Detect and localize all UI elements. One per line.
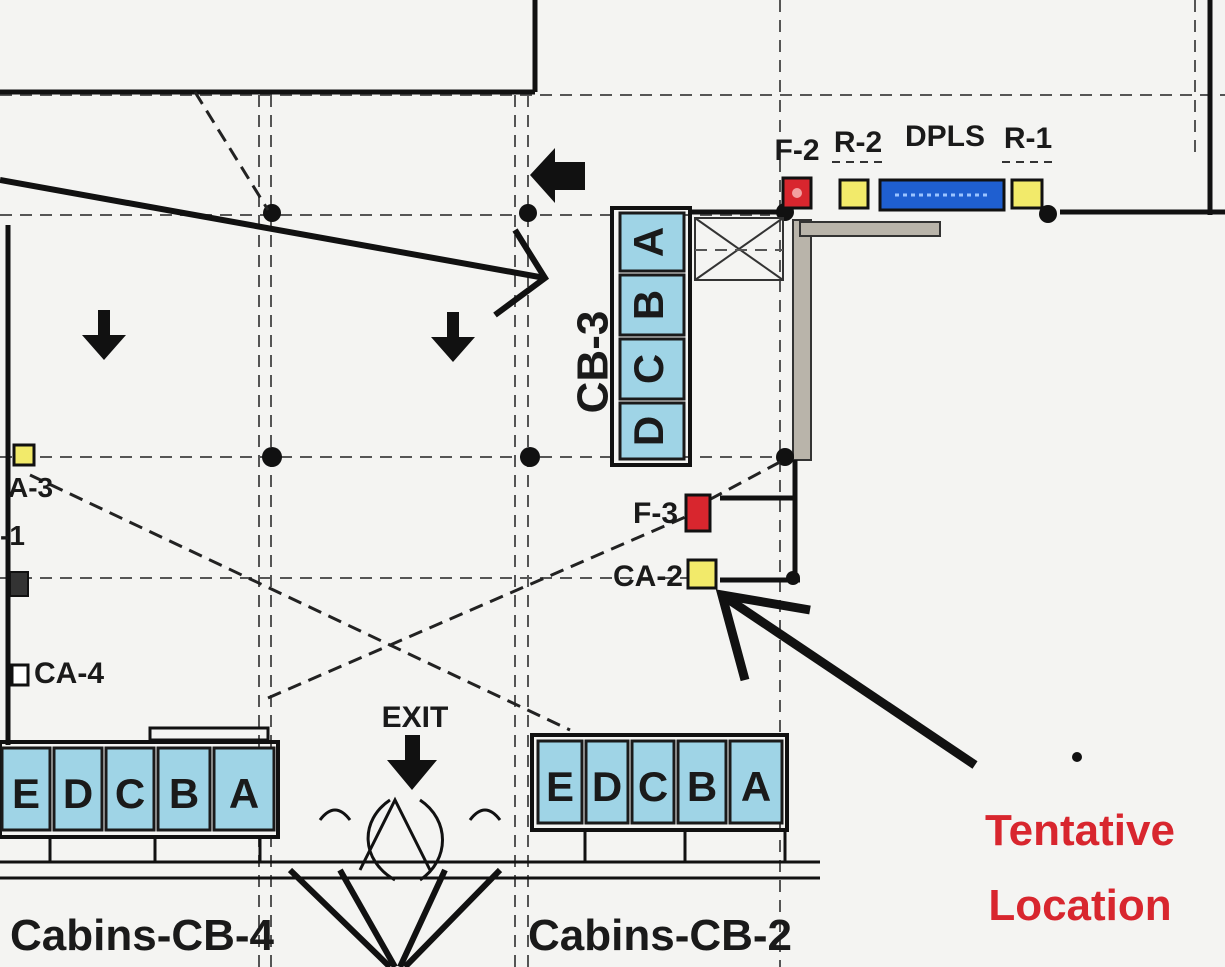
walls bbox=[0, 0, 1225, 880]
cb2-cell-label: C bbox=[638, 763, 668, 810]
fire-extinguisher-f1-icon bbox=[9, 571, 29, 597]
tentative-arrow bbox=[715, 589, 978, 769]
f3-label: F-3 bbox=[633, 497, 678, 530]
cb3-cell-label: D bbox=[625, 416, 672, 446]
equipment-row bbox=[781, 176, 1044, 212]
diagonal-arrowhead bbox=[493, 228, 550, 318]
r2-label: R-2 bbox=[834, 126, 882, 159]
f1-label: -1 bbox=[0, 520, 25, 551]
cb4-cell-label: E bbox=[12, 770, 40, 817]
exit-arrow-icon bbox=[387, 735, 437, 790]
cb2-cell-label: A bbox=[741, 763, 771, 810]
direction-arrows bbox=[82, 148, 585, 790]
sensor-r1-icon bbox=[1010, 178, 1044, 210]
diagonal-line bbox=[0, 177, 546, 281]
cabins-cb4-label: Cabins-CB-4 bbox=[10, 911, 275, 960]
cb2-cell-label: B bbox=[687, 763, 717, 810]
dpls-label: DPLS bbox=[905, 120, 985, 153]
cb4-cell-label: D bbox=[63, 770, 93, 817]
left-arrow-icon bbox=[530, 148, 585, 203]
dashed-diagonals bbox=[29, 91, 781, 732]
down-arrow-icon bbox=[82, 310, 126, 360]
tentative-label-line1: Tentative bbox=[985, 806, 1175, 855]
sensor-ca2-icon bbox=[686, 558, 718, 590]
sensor-ca4-icon bbox=[10, 663, 30, 687]
tentative-label-line2: Location bbox=[988, 881, 1171, 930]
r1-label: R-1 bbox=[1004, 122, 1052, 155]
cb2-cell-label: D bbox=[592, 763, 622, 810]
sensor-a3-icon bbox=[12, 443, 36, 467]
cb3-label: CB-3 bbox=[569, 311, 618, 414]
cb3-cell-label: B bbox=[625, 290, 672, 320]
cb3-cell-label: C bbox=[625, 354, 672, 384]
down-arrow-icon bbox=[431, 312, 475, 362]
f2-label: F-2 bbox=[775, 134, 820, 167]
cb3-cabins: A B C D bbox=[610, 206, 692, 467]
sensor-r2-icon bbox=[838, 178, 870, 210]
ca4-label: CA-4 bbox=[34, 657, 104, 690]
cabins-cb2-label: Cabins-CB-2 bbox=[528, 911, 792, 960]
exit-gate bbox=[287, 796, 503, 967]
cb2-cabins: E D C B A bbox=[530, 733, 789, 832]
exit-label: EXIT bbox=[382, 701, 449, 734]
cb2-cell-label: E bbox=[546, 763, 574, 810]
stair-box bbox=[694, 217, 784, 281]
fire-extinguisher-f3-icon bbox=[684, 493, 712, 533]
a3-label: A-3 bbox=[8, 472, 53, 503]
cb4-cell-label: A bbox=[229, 770, 259, 817]
cabin-legs bbox=[48, 830, 787, 862]
cb4-cabins: E D C B A bbox=[0, 726, 280, 839]
cb3-cell-label: A bbox=[625, 227, 672, 257]
cb4-cell-label: C bbox=[115, 770, 145, 817]
ca2-label: CA-2 bbox=[613, 560, 683, 593]
cb4-cell-label: B bbox=[169, 770, 199, 817]
